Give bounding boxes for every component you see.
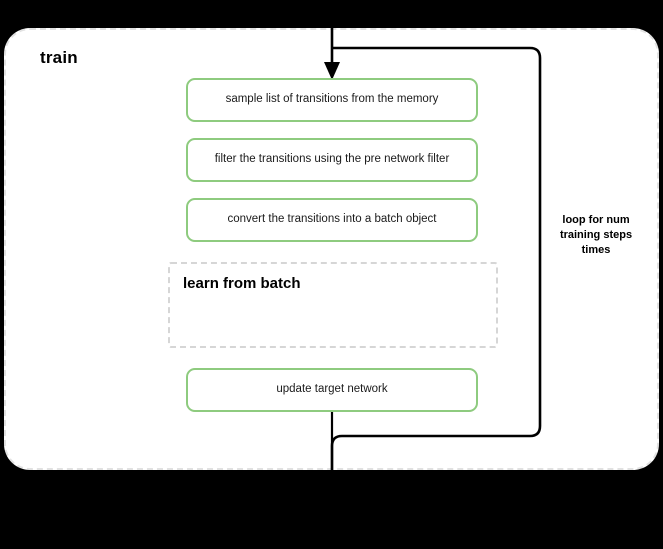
loop-label-line-2: training steps	[559, 228, 633, 241]
subblock-title: learn from batch	[183, 275, 301, 292]
step-box-filter-label: filter the transitions using the pre net…	[214, 153, 450, 166]
loop-label-line-3: times	[581, 243, 611, 256]
subblock-learn-from-batch[interactable]: learn from batch	[168, 262, 498, 348]
step-box-update-target-network[interactable]: update target network	[186, 368, 478, 412]
loop-label-line-1: loop for num	[562, 214, 630, 226]
step-box-convert-label: convert the transitions into a batch obj…	[227, 213, 437, 226]
step-box-sample-label: sample list of transitions from the memo…	[225, 93, 439, 106]
step-box-update-target-network-label: update target network	[276, 383, 388, 396]
loop-label: loop for num training steps times	[544, 213, 648, 258]
step-box-filter[interactable]: filter the transitions using the pre net…	[186, 138, 478, 182]
step-box-sample[interactable]: sample list of transitions from the memo…	[186, 78, 478, 122]
step-box-convert[interactable]: convert the transitions into a batch obj…	[186, 198, 478, 242]
page-title: train	[40, 48, 78, 67]
